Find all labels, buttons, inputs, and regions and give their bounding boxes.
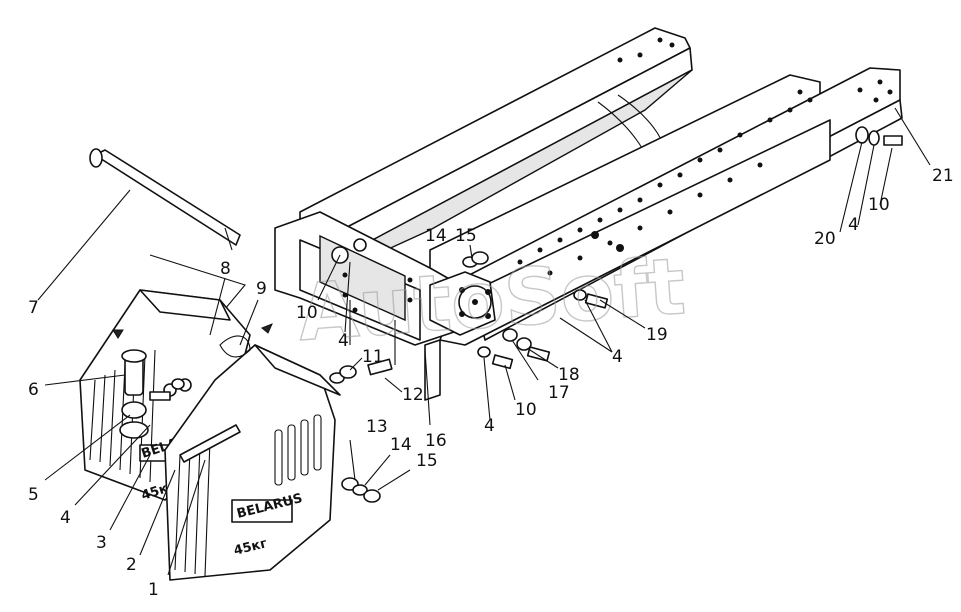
callout-3: 3: [96, 533, 107, 553]
callout-15: 15: [416, 451, 438, 471]
callout-17: 17: [548, 383, 570, 403]
callout-4: 4: [484, 416, 495, 436]
rail-holes: [517, 37, 893, 276]
callout-4: 4: [612, 347, 623, 367]
callout-1: 1: [148, 580, 159, 600]
callout-8: 8: [220, 259, 231, 279]
callout-7: 7: [28, 298, 39, 318]
callout-5: 5: [28, 485, 39, 505]
weight-stack-front: BELARUS 45кг: [164, 335, 341, 581]
callout-4: 4: [338, 331, 349, 351]
callout-15: 15: [455, 226, 477, 246]
callout-2: 2: [126, 555, 137, 575]
callout-19: 19: [646, 325, 668, 345]
callout-11: 11: [362, 347, 384, 367]
leader-lines: [37, 107, 931, 576]
callout-10: 10: [515, 400, 537, 420]
callout-6: 6: [28, 380, 39, 400]
hardware: [149, 126, 903, 503]
callout-9: 9: [256, 279, 267, 299]
callout-13: 13: [366, 417, 388, 437]
callout-10: 10: [296, 303, 318, 323]
callout-10: 10: [868, 195, 890, 215]
callout-21: 21: [932, 166, 954, 186]
callout-labels: 1 2 3 4 5 6 7 8 9 10 4 11 12 14 15 16 4 …: [28, 166, 954, 600]
callout-4: 4: [848, 215, 859, 235]
callout-14: 14: [425, 226, 447, 246]
frame-rails: [299, 27, 903, 346]
front-bracket: [274, 211, 496, 401]
callout-14: 14: [390, 435, 412, 455]
callout-20: 20: [814, 229, 836, 249]
callout-4: 4: [60, 508, 71, 528]
callout-16: 16: [425, 431, 447, 451]
callout-12: 12: [402, 385, 424, 405]
assembly-arrows: [112, 323, 273, 339]
callout-18: 18: [558, 365, 580, 385]
